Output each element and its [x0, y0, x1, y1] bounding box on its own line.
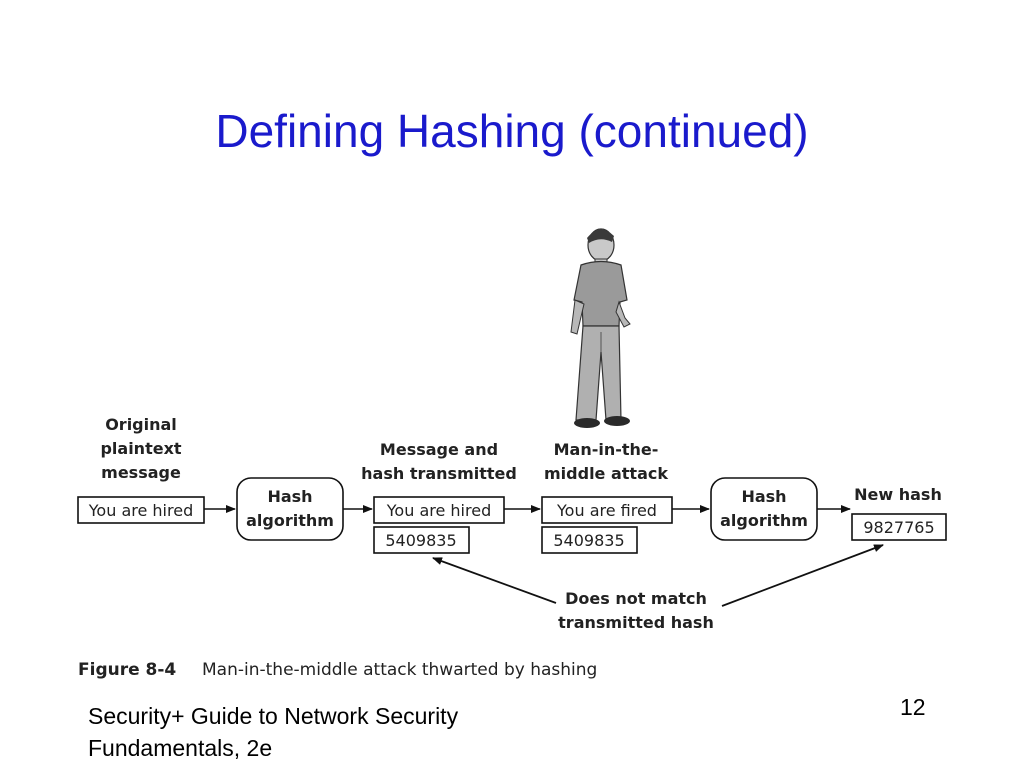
mitm-hash-box — [541, 526, 638, 554]
mitm-label-line1: Man-in-the- — [554, 440, 659, 459]
transmitted-label-line1: Message and — [380, 440, 498, 459]
transmitted-label-line2: hash transmitted — [361, 464, 517, 483]
mitm-message-box — [541, 496, 673, 524]
original-message-box — [77, 496, 205, 524]
mismatch-label-line2: transmitted hash — [558, 613, 714, 632]
figure-caption: Man-in-the-middle attack thwarted by has… — [202, 660, 597, 680]
hash-algorithm-2-line2: algorithm — [720, 511, 808, 530]
hash-algorithm-1-line2: algorithm — [246, 511, 334, 530]
original-label-line3: message — [101, 463, 181, 482]
attacker-figure-icon — [570, 228, 631, 428]
new-hash-label: New hash — [854, 485, 942, 504]
mitm-hash-text: 5409835 — [553, 531, 624, 550]
original-label-line1: Original — [105, 415, 177, 434]
hash-algorithm-1-line1: Hash — [267, 487, 312, 506]
page-number: 12 — [900, 694, 926, 720]
new-hash-box — [851, 513, 947, 541]
new-hash-text: 9827765 — [863, 518, 934, 537]
hashing-diagram: Original plaintext message You are hired… — [77, 228, 947, 680]
slide-title: Defining Hashing (continued) — [215, 105, 809, 157]
mitm-message-text: You are fired — [556, 501, 657, 520]
original-label-line2: plaintext — [100, 439, 181, 458]
figure-number: Figure 8-4 — [78, 660, 176, 680]
transmitted-hash-box — [373, 526, 470, 554]
arrow-mismatch-to-new-hash — [721, 544, 884, 607]
mismatch-label-line1: Does not match — [565, 589, 707, 608]
footer-line-1: Security+ Guide to Network Security — [88, 703, 459, 729]
transmitted-message-box — [373, 496, 505, 524]
hash-algorithm-2-line1: Hash — [741, 487, 786, 506]
footer-text: Security+ Guide to Network Security Fund… — [88, 700, 648, 764]
footer-line-2: Fundamentals, 2e — [88, 735, 273, 761]
arrow-mismatch-to-transmitted — [432, 557, 557, 604]
transmitted-message-text: You are hired — [386, 501, 491, 520]
original-message-text: You are hired — [88, 501, 193, 520]
transmitted-hash-text: 5409835 — [385, 531, 456, 550]
mitm-label-line2: middle attack — [544, 464, 668, 483]
